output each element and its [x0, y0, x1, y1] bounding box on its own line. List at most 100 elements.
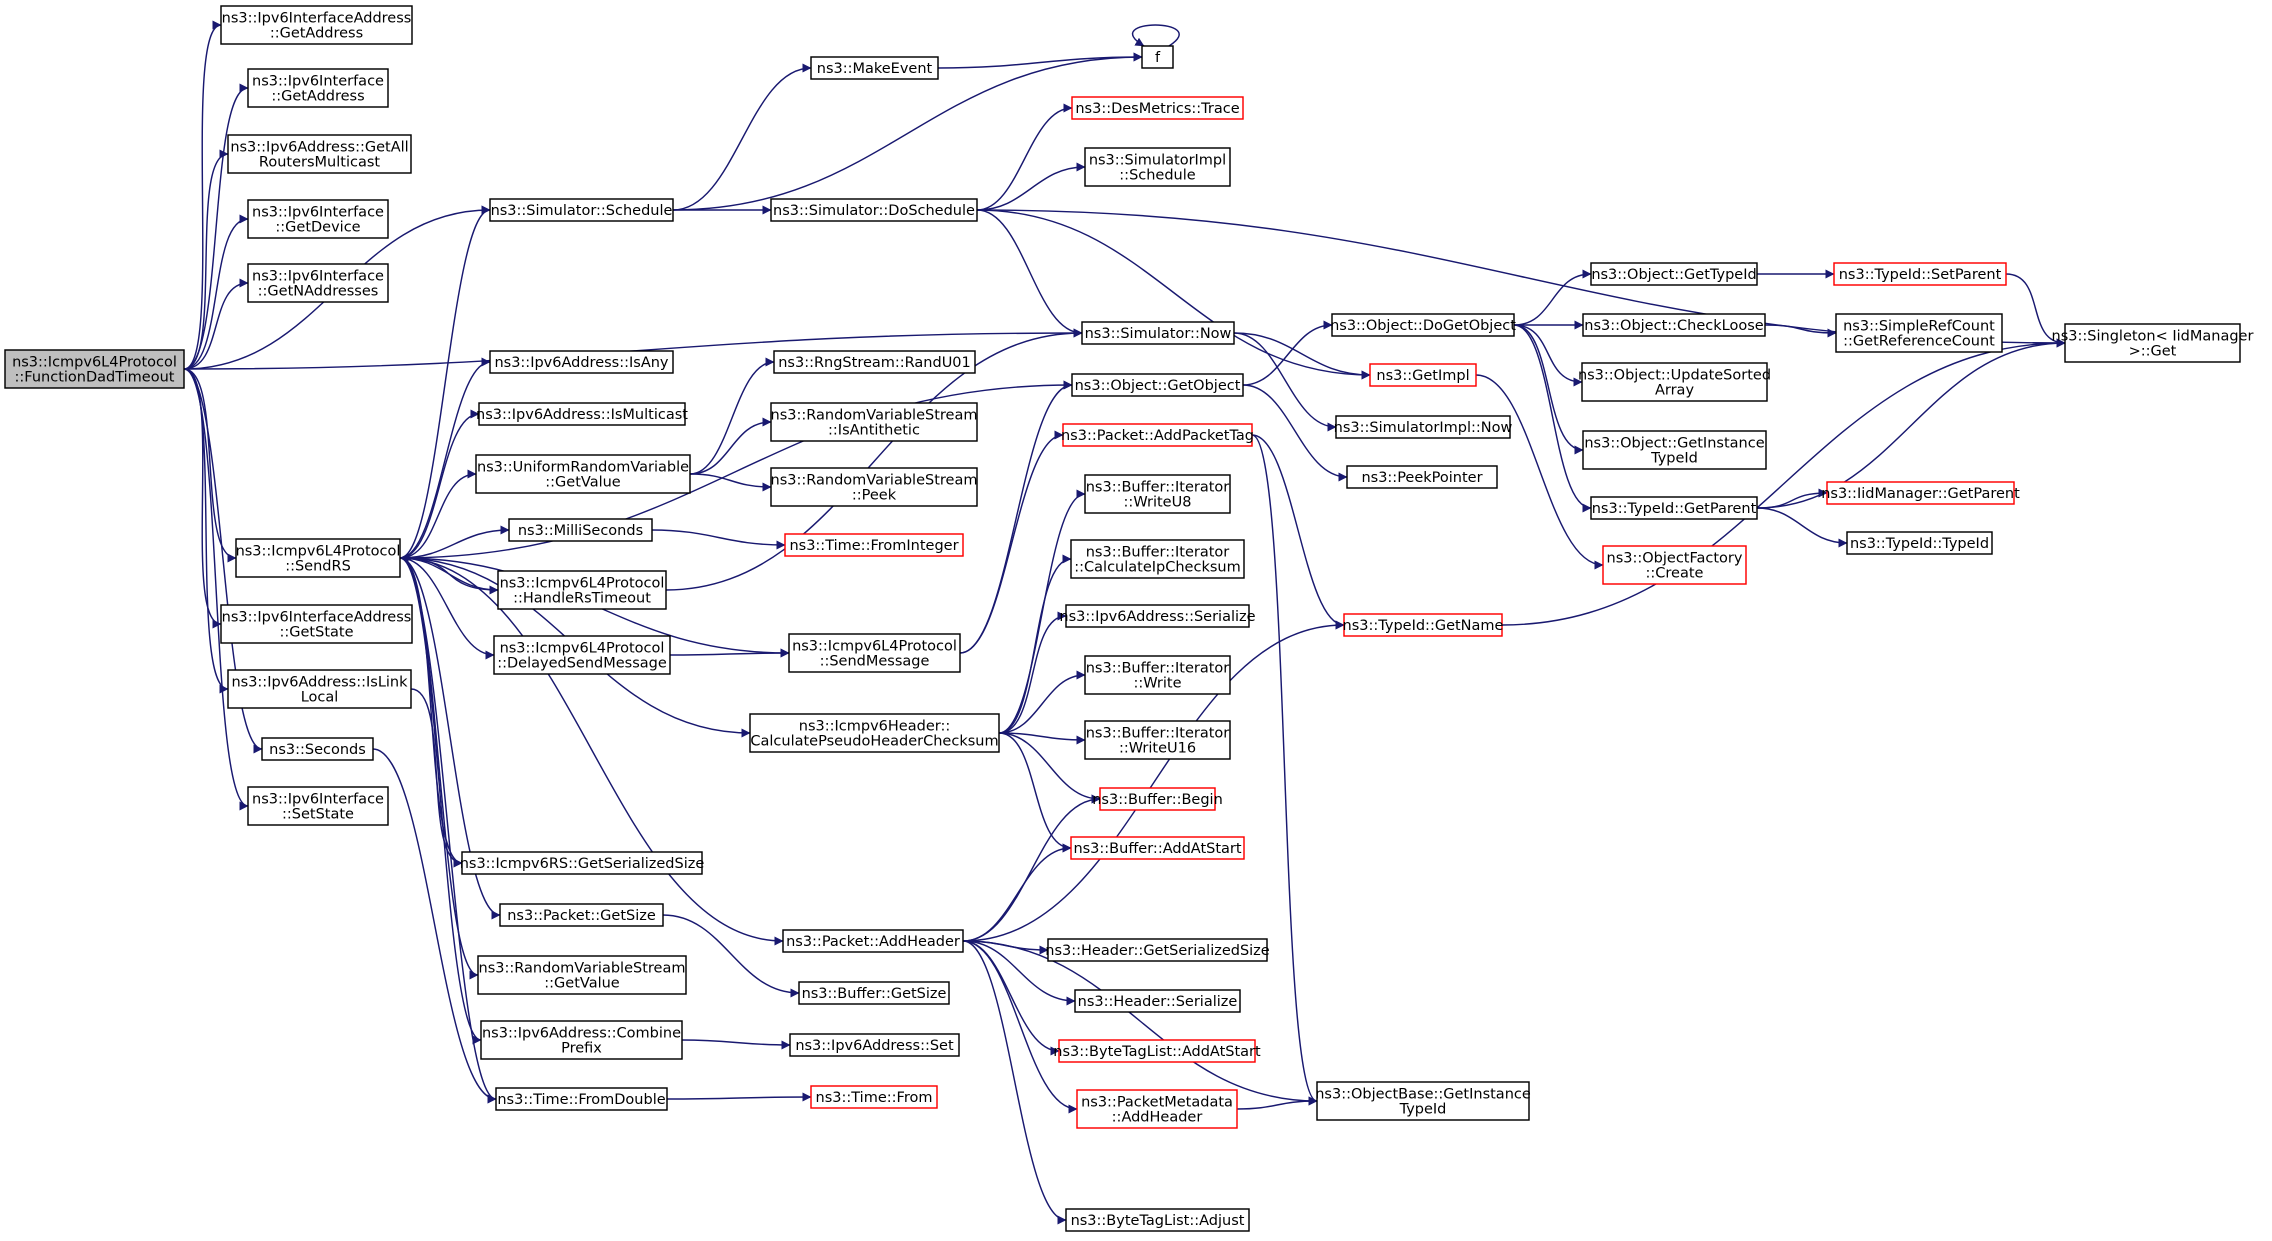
function-node-desmetrics[interactable]: ns3::DesMetrics::Trace — [1071, 96, 1244, 120]
function-node-begin[interactable]: ns3::Buffer::Begin — [1092, 787, 1223, 811]
node-box — [1099, 787, 1216, 811]
function-node-objfactory[interactable]: ns3::ObjectFactory::Create — [1602, 545, 1747, 585]
node-label: ns3::TypeId::TypeId — [1850, 536, 1989, 552]
call-edge — [399, 553, 499, 591]
function-node-calcip[interactable]: ns3::Buffer::Iterator::CalculateIpChecks… — [1070, 539, 1245, 579]
node-label: ::IsAntithetic — [828, 423, 920, 439]
function-node-addatstart[interactable]: ns3::Buffer::AddAtStart — [1070, 836, 1245, 860]
function-node-ipv6-set[interactable]: ns3::Ipv6Address::Set — [789, 1033, 960, 1057]
function-node-ismulticast[interactable]: ns3::Ipv6Address::IsMulticast — [476, 402, 688, 426]
function-node-dogetobject[interactable]: ns3::Object::DoGetObject — [1330, 313, 1516, 337]
node-box — [1582, 430, 1767, 470]
node-box — [782, 929, 964, 953]
function-node-rvs-getvalue[interactable]: ns3::RandomVariableStream::GetValue — [477, 955, 687, 995]
function-node-handlers[interactable]: ns3::Icmpv6L4Protocol::HandleRsTimeout — [497, 570, 667, 610]
function-node-ifaddr-getstate[interactable]: ns3::Ipv6InterfaceAddress::GetState — [220, 604, 413, 644]
function-node-sim-now[interactable]: ns3::Simulator::Now — [1081, 321, 1235, 345]
node-label: ns3::Time::FromDouble — [497, 1092, 665, 1108]
function-node-doschedule[interactable]: ns3::Simulator::DoSchedule — [770, 198, 978, 222]
function-node-sim-schedule[interactable]: ns3::Simulator::Schedule — [489, 198, 674, 222]
function-node-setparent[interactable]: ns3::TypeId::SetParent — [1833, 262, 2007, 286]
function-node-getname[interactable]: ns3::TypeId::GetName — [1343, 613, 1504, 637]
function-node-peekpointer[interactable]: ns3::PeekPointer — [1346, 465, 1498, 489]
node-box — [1084, 147, 1231, 187]
function-node-pm-addheader[interactable]: ns3::PacketMetadata::AddHeader — [1076, 1089, 1238, 1129]
function-node-sendmessage[interactable]: ns3::Icmpv6L4Protocol::SendMessage — [788, 633, 961, 673]
node-label: ::DelayedSendMessage — [497, 656, 667, 672]
node-label: ns3::Ipv6Address::Combine — [482, 1026, 681, 1042]
function-node-rs-size[interactable]: ns3::Icmpv6RS::GetSerializedSize — [460, 851, 705, 875]
function-node-hdr-size[interactable]: ns3::Header::GetSerializedSize — [1045, 938, 1270, 962]
function-node-makeevent[interactable]: ns3::MakeEvent — [810, 56, 939, 80]
node-label: ns3::RandomVariableStream — [771, 408, 978, 424]
function-node-singleton[interactable]: ns3::Singleton< IidManager>::Get — [2052, 323, 2254, 363]
function-node-addpackettag[interactable]: ns3::Packet::AddPacketTag — [1061, 423, 1254, 447]
function-node-btl-addatstart[interactable]: ns3::ByteTagList::AddAtStart — [1053, 1039, 1261, 1063]
node-box — [1846, 531, 1993, 555]
node-label: TypeId — [1650, 451, 1698, 467]
function-node-tid-typeid[interactable]: ns3::TypeId::TypeId — [1846, 531, 1993, 555]
function-node-checkloose[interactable]: ns3::Object::CheckLoose — [1582, 313, 1766, 337]
function-node-isany[interactable]: ns3::Ipv6Address::IsAny — [489, 350, 674, 374]
function-node-serialize[interactable]: ns3::Ipv6Address::Serialize — [1059, 604, 1256, 628]
function-node-uniform[interactable]: ns3::UniformRandomVariable::GetValue — [475, 454, 691, 494]
node-label: ns3::Ipv6Address::IsMulticast — [476, 407, 688, 423]
function-node-getobject[interactable]: ns3::Object::GetObject — [1071, 373, 1244, 397]
call-edge — [976, 103, 1073, 211]
node-label: ns3::Object::CheckLoose — [1584, 318, 1763, 334]
function-node-obj-gettypeid[interactable]: ns3::Object::GetTypeId — [1590, 262, 1758, 286]
function-node-pkt-getsize[interactable]: ns3::Packet::GetSize — [499, 903, 664, 927]
function-node-frominteger[interactable]: ns3::Time::FromInteger — [784, 533, 964, 557]
node-label: ns3::Packet::GetSize — [507, 908, 656, 924]
function-node-setstate[interactable]: ns3::Ipv6Interface::SetState — [247, 786, 389, 826]
node-label: ::GetValue — [544, 976, 620, 992]
node-label: ns3::Time::From — [816, 1090, 933, 1106]
function-node-randu01[interactable]: ns3::RngStream::RandU01 — [773, 350, 976, 374]
function-node-isanti[interactable]: ns3::RandomVariableStream::IsAntithetic — [770, 402, 978, 442]
function-node-refcount[interactable]: ns3::SimpleRefCount::GetReferenceCount — [1835, 313, 2003, 353]
function-node-ifaddr-getaddr[interactable]: ns3::Ipv6InterfaceAddress::GetAddress — [220, 5, 413, 45]
node-box — [1141, 45, 1174, 69]
function-node-tid-getparent[interactable]: ns3::TypeId::GetParent — [1590, 496, 1758, 520]
node-label: ns3::SimulatorImpl::Now — [1334, 420, 1513, 436]
function-node-buf-getsize[interactable]: ns3::Buffer::GetSize — [798, 981, 950, 1005]
function-node-root[interactable]: ns3::Icmpv6L4Protocol::FunctionDadTimeou… — [4, 349, 185, 389]
function-node-time-from[interactable]: ns3::Time::From — [810, 1085, 938, 1109]
function-node-fromdouble[interactable]: ns3::Time::FromDouble — [495, 1087, 668, 1111]
node-label: ns3::Buffer::GetSize — [802, 986, 947, 1002]
function-node-pseudo[interactable]: ns3::Icmpv6Header::CalculatePseudoHeader… — [749, 713, 1000, 753]
node-box — [495, 1087, 668, 1111]
call-edge — [399, 557, 463, 868]
function-node-sendrs[interactable]: ns3::Icmpv6L4Protocol::SendRS — [235, 538, 401, 578]
node-box — [461, 851, 703, 875]
function-node-milli[interactable]: ns3::MilliSeconds — [508, 518, 653, 542]
node-label: ::GetDevice — [275, 220, 360, 236]
function-node-iface-getnaddr[interactable]: ns3::Ipv6Interface::GetNAddresses — [247, 263, 389, 303]
function-node-peek[interactable]: ns3::RandomVariableStream::Peek — [770, 467, 978, 507]
function-node-btl-adjust[interactable]: ns3::ByteTagList::Adjust — [1065, 1208, 1250, 1232]
node-label: ::SendMessage — [820, 654, 930, 670]
function-node-delayed[interactable]: ns3::Icmpv6L4Protocol::DelayedSendMessag… — [493, 635, 671, 675]
function-node-writeu8[interactable]: ns3::Buffer::Iterator::WriteU8 — [1084, 474, 1231, 514]
function-node-simimpl-sched[interactable]: ns3::SimulatorImpl::Schedule — [1084, 147, 1231, 187]
function-node-f[interactable]: f — [1141, 45, 1174, 69]
function-node-write[interactable]: ns3::Buffer::Iterator::Write — [1084, 655, 1231, 695]
function-node-seconds[interactable]: ns3::Seconds — [261, 737, 374, 761]
function-node-getimpl[interactable]: ns3::GetImpl — [1369, 363, 1477, 387]
function-node-addheader[interactable]: ns3::Packet::AddHeader — [782, 929, 964, 953]
function-node-writeu16[interactable]: ns3::Buffer::Iterator::WriteU16 — [1084, 720, 1231, 760]
function-node-iface-getaddr[interactable]: ns3::Ipv6Interface::GetAddress — [247, 68, 389, 108]
function-node-simimpl-now[interactable]: ns3::SimulatorImpl::Now — [1334, 415, 1513, 439]
function-node-iid-getparent[interactable]: ns3::IidManager::GetParent — [1821, 481, 2020, 505]
node-box — [475, 454, 691, 494]
function-node-iface-getdevice[interactable]: ns3::Ipv6Interface::GetDevice — [247, 199, 389, 239]
function-node-hdr-ser[interactable]: ns3::Header::Serialize — [1074, 989, 1241, 1013]
node-label: ns3::Icmpv6Header:: — [799, 719, 950, 735]
node-label: ns3::Ipv6Address::IsLink — [231, 675, 408, 691]
